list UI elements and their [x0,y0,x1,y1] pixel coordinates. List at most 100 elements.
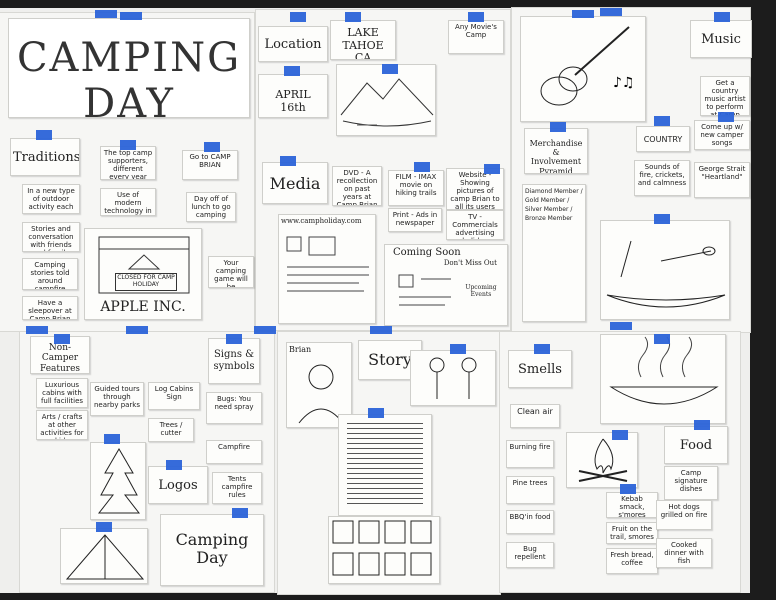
log-cabins-text: Log Cabins Sign [154,385,194,402]
food-text: Fruit on the trail, smores [610,525,654,542]
logos-card: Logos [148,466,208,504]
website-layout-drawing [286,236,369,292]
food-card: Food [664,426,728,464]
camp-note-text: Any Movie's Camp [455,23,497,40]
tent-drawing [65,534,145,580]
country-card: COUNTRY [636,126,690,152]
tradition-note-2: The top camp supporters, different every… [100,146,156,180]
burning-fire-text: Burning fire [509,443,551,451]
burning-fire-note: Burning fire [506,440,554,468]
print-card: Print - Ads in newspaper [388,208,442,232]
grill-drawing [609,336,719,405]
brian-label: Brian [289,345,312,354]
music-note-text: Get a country music artist to perform at… [704,79,746,116]
tape [694,420,710,430]
merch-levels-card: Diamond Member / Gold Member / Silver Me… [522,184,586,322]
print-text: Print - Ads in newspaper [392,211,438,228]
coming-soon-layout [398,274,451,306]
tape [654,334,670,344]
tape [468,12,484,22]
campfire-note: Campfire [206,440,262,464]
apple-label: APPLE INC. [100,299,186,315]
merch-title-card: Merchandise & Involvement Pyramid [524,128,588,174]
tape [654,116,670,126]
campfire-sketch [566,432,638,488]
logos-label: Logos [158,478,198,493]
food-note-2: Kebab smack, s'mores [606,492,658,518]
camping-intro-note: Your camping game will be introduced [208,256,254,288]
story-label: Story [368,350,412,369]
couple-sketch [410,350,496,406]
tape [26,326,48,334]
tape [368,408,384,418]
tradition-note-5: Day off of lunch to go camping [186,192,236,222]
tradition-text: The top camp supporters, different every… [103,149,153,180]
george-strait-card: George Strait "Heartland" [694,162,750,198]
traditions-card: Traditions [10,138,80,176]
tape [534,344,550,354]
website-mockup: www.campholiday.com [278,214,376,324]
story-text-lines [347,419,423,508]
tape [96,522,112,532]
closed-sign: CLOSED FOR CAMP HOLIDAY [115,273,177,291]
traditions-label: Traditions [13,150,80,165]
campfire-drawing [578,438,628,482]
storyboard-strip [328,516,440,584]
food-text: Kebab smack, s'mores [618,495,646,518]
bug-repellent-note: Bug repellent [506,542,554,568]
tape [654,214,670,224]
tents-text: Tents campfire rules [221,475,253,500]
tradition-text: Go to CAMP BRIAN [189,153,231,170]
tradition-text: Use of modern technology in our environm… [104,191,152,216]
canoe-sketch [600,220,730,320]
tradition-note-6: Stories and conversation with friends an… [22,222,80,252]
tradition-note-7: Camping stories told around campfire [22,258,78,290]
tradition-text: Have a sleepover at Camp Brian [28,299,72,320]
storyboard-drawing [332,520,432,576]
signs-card: Signs & symbols [208,338,260,384]
date-text: APRIL 16th [275,88,311,114]
camp-signature-text: Camp signature dishes [674,469,708,494]
guitar-sketch: ♪♫ [520,16,646,122]
tape [104,434,120,444]
tape [414,162,430,172]
george-strait-text: George Strait "Heartland" [698,165,746,182]
arts-note: Arts / crafts at other activities for ki… [36,410,88,440]
food-note-4: Hot dogs grilled on fire [656,500,712,530]
location-label: Location [264,37,322,52]
food-note-3: Fruit on the trail, smores [606,522,658,544]
pine-trees-text: Pine trees [512,479,548,487]
guided-text: Guided tours through nearby parks [93,385,141,410]
tape [36,130,52,140]
dont-miss-text: Don't Miss Out [443,258,497,267]
tape [600,8,622,16]
camping-day-title-card: CAMPING DAY [8,18,250,118]
tape [345,12,361,22]
tape [550,122,566,132]
dvd-card: DVD - A recollection on past years at Ca… [332,166,382,206]
coming-soon-mockup: Coming Soon Don't Miss Out Upcoming Even… [384,244,508,326]
pine-trees-note: Pine trees [506,476,554,504]
tradition-note-1: In a new type of outdoor activity each y… [22,184,80,214]
film-card: FILM - IMAX movie on hiking trails [388,170,444,206]
tape [714,12,730,22]
sounds-text: Sounds of fire, crickets, and calmness [637,163,687,188]
tape [718,112,734,122]
merch-title: Merchandise & Involvement Pyramid [529,139,583,174]
bugs-text: Bugs: You need spray [214,395,254,412]
dvd-text: DVD - A recollection on past years at Ca… [336,169,378,206]
tape [450,344,466,354]
music-label: Music [701,32,741,47]
tape [126,326,148,334]
tradition-text: In a new type of outdoor activity each y… [27,187,75,213]
tape [620,484,636,494]
logo-text: Camping Day [175,530,249,568]
tape [280,156,296,166]
signs-label: Signs & symbols [213,349,255,372]
tape [484,164,500,174]
website-card: Website - Showing pictures of camp Brian… [446,168,504,210]
location-card: Location [258,26,328,62]
camp-signature-note: Camp signature dishes [664,466,718,500]
media-label: Media [269,174,321,193]
bbq-note: BBQ'in food [506,510,554,534]
